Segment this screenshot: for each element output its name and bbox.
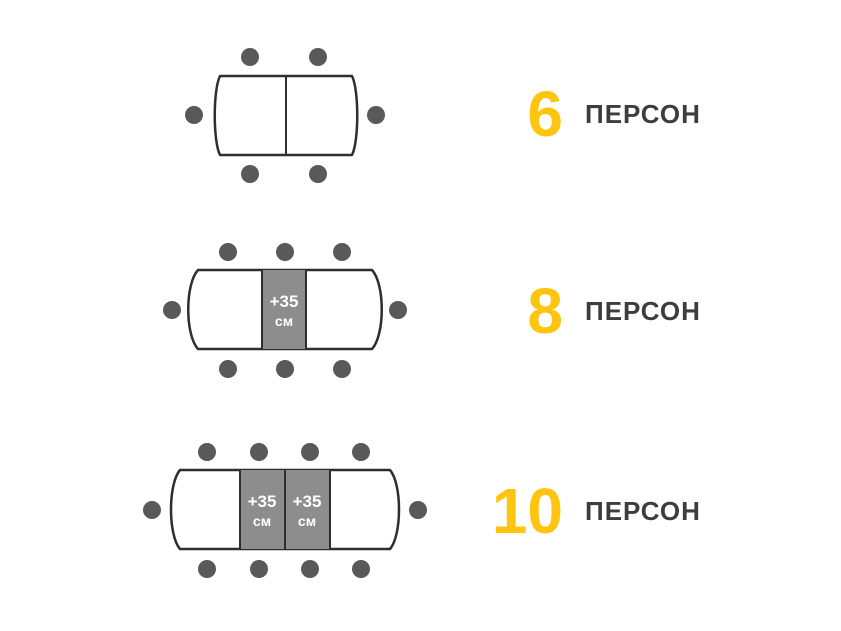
extension-size-label: +35	[293, 492, 322, 511]
extension-unit-label: см	[275, 313, 293, 329]
chair-icon	[309, 165, 327, 183]
person-label: ПЕРСОН	[585, 496, 701, 526]
chair-icon	[367, 106, 385, 124]
chair-icon	[143, 501, 161, 519]
chair-icon	[241, 48, 259, 66]
chair-icon	[389, 301, 407, 319]
table-diagram-10: +35 см +35 см	[130, 440, 440, 590]
extension-size-label: +35	[248, 492, 277, 511]
chair-icon	[276, 243, 294, 261]
chair-icon	[301, 560, 319, 578]
chair-icon	[250, 560, 268, 578]
table-10-illustration: +35 см +35 см	[143, 443, 427, 578]
person-count: 6	[527, 78, 563, 150]
table-8-illustration: +35 см	[163, 243, 407, 378]
person-count: 10	[491, 475, 563, 547]
chair-icon	[276, 360, 294, 378]
table-extension-leaf	[240, 470, 285, 549]
chair-icon	[352, 443, 370, 461]
chair-icon	[301, 443, 319, 461]
chair-icon	[198, 560, 216, 578]
caption-8-persons: 8 ПЕРСОН	[450, 271, 701, 351]
extension-unit-label: см	[298, 513, 316, 529]
caption-6-persons: 6 ПЕРСОН	[450, 74, 701, 154]
chair-icon	[198, 443, 216, 461]
chair-icon	[163, 301, 181, 319]
chair-icon	[352, 560, 370, 578]
chair-icon	[185, 106, 203, 124]
extension-size-label: +35	[270, 292, 299, 311]
table-extension-leaf	[262, 270, 306, 349]
chair-icon	[219, 360, 237, 378]
person-label: ПЕРСОН	[585, 296, 701, 326]
table-diagram-8: +35 см	[150, 240, 420, 390]
table-extension-leaf	[285, 470, 330, 549]
table-diagram-6	[180, 45, 395, 192]
chair-icon	[219, 243, 237, 261]
chair-icon	[309, 48, 327, 66]
table-6-illustration	[185, 48, 385, 183]
chair-icon	[333, 360, 351, 378]
person-label: ПЕРСОН	[585, 99, 701, 129]
person-count: 8	[527, 275, 563, 347]
extension-unit-label: см	[253, 513, 271, 529]
chair-icon	[241, 165, 259, 183]
caption-10-persons: 10 ПЕРСОН	[450, 471, 701, 551]
chair-icon	[333, 243, 351, 261]
chair-icon	[409, 501, 427, 519]
chair-icon	[250, 443, 268, 461]
